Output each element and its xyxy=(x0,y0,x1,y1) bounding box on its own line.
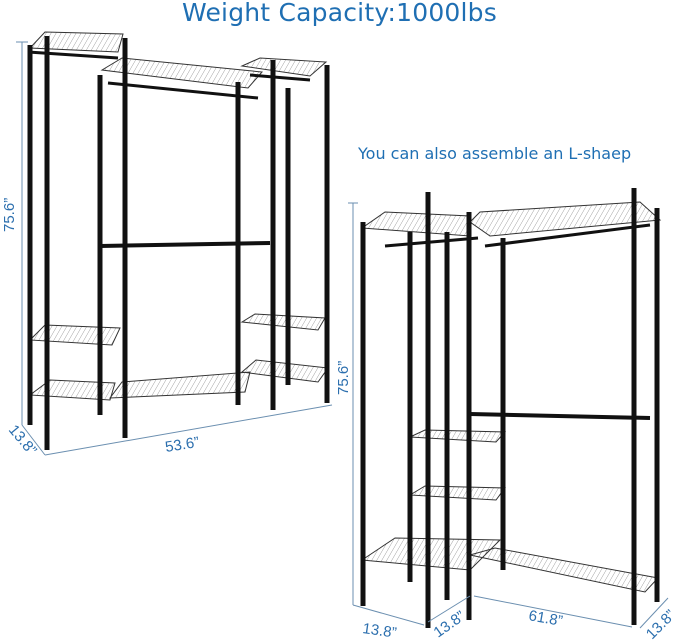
left-depth-dimension: 13.8” xyxy=(5,422,40,459)
left-rack-poles xyxy=(27,36,330,450)
right-rack-illustration xyxy=(360,188,662,628)
weight-capacity-headline: Weight Capacity:1000lbs xyxy=(182,0,497,27)
left-dimension-lines xyxy=(16,41,333,456)
left-width-dimension: 53.6” xyxy=(164,434,200,456)
right-depth-corner-dimension: 13.8” xyxy=(431,608,469,641)
right-dimension-lines xyxy=(348,202,669,629)
right-rack-poles xyxy=(360,188,660,628)
left-top-shelves xyxy=(28,31,328,89)
right-depth-right-dimension: 13.8” xyxy=(643,607,679,641)
right-depth-left-dimension: 13.8” xyxy=(361,620,397,641)
right-width-dimension: 61.8” xyxy=(527,607,564,630)
right-middle-hanging-rod xyxy=(469,412,651,420)
left-middle-hanging-rod xyxy=(99,241,271,248)
left-rack-illustration xyxy=(27,31,330,450)
right-height-dimension: 75.6” xyxy=(335,361,352,395)
left-height-dimension: 75.6” xyxy=(1,198,18,232)
l-shape-caption: You can also assemble an L-shaep xyxy=(358,144,632,163)
